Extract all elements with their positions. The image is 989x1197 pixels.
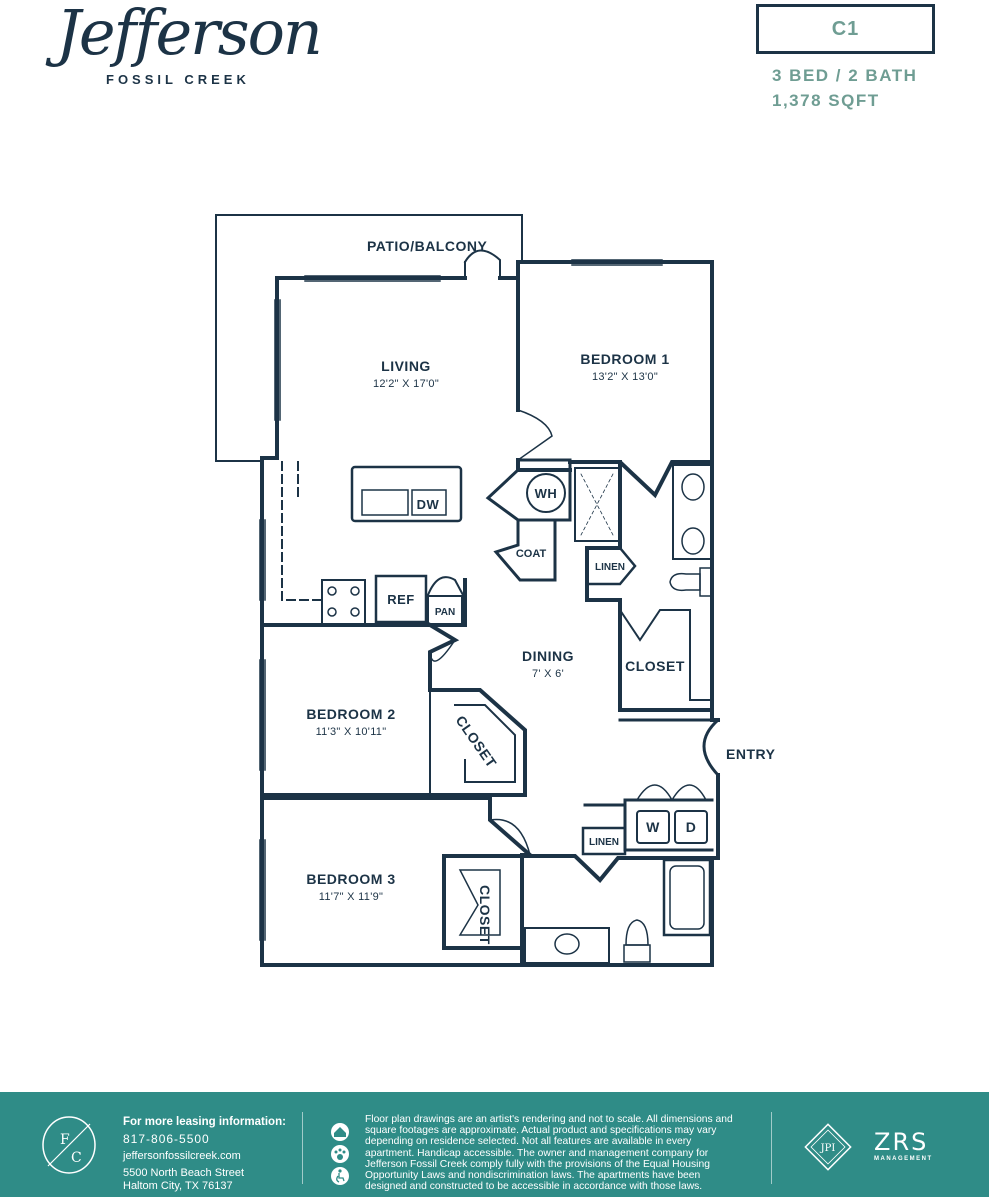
dishwasher [411, 489, 447, 516]
fixture-wh-label: WH [535, 486, 558, 501]
closet-bed2 [429, 689, 516, 796]
room-dining-dim: 7' X 6' [532, 668, 564, 680]
dryer [674, 810, 708, 844]
disclaimer-line: apartment. Handicap accessible. The owne… [365, 1147, 709, 1159]
room-bedroom3-dim: 11'7" X 11'9" [319, 891, 383, 903]
door-bed3 [489, 818, 531, 856]
disclaimer-text: Floor plan drawings are an artist's rend… [365, 1114, 755, 1192]
unit-code: C1 [831, 17, 860, 40]
fixture-pan-label: PAN [435, 607, 455, 618]
disclaimer-line: depending on residence selected. Not all… [365, 1136, 692, 1148]
leasing-info: For more leasing information: 817-806-55… [123, 1116, 286, 1193]
fixture-linen-top-label: LINEN [595, 562, 625, 573]
zrs-logo: ZRS MANAGEMENT [874, 1130, 933, 1162]
unit-sqft: 1,378 SQFT [772, 91, 880, 110]
fixture-washer-label: W [646, 819, 660, 835]
room-bedroom3-label: BEDROOM 3 [306, 871, 395, 887]
disclaimer-line: Jefferson Fossil Creek comply fully with… [365, 1158, 710, 1170]
fixture-dw-label: DW [417, 497, 440, 512]
door-bed1 [516, 409, 553, 462]
monogram-f: F [60, 1132, 70, 1148]
window-kitchen [259, 519, 266, 601]
unit-code-box: C1 [756, 4, 935, 54]
room-patio-label: PATIO/BALCONY [367, 238, 487, 254]
room-bedroom2-dim: 11'3" X 10'11" [316, 726, 387, 738]
closet-bedroom2-label: CLOSET [453, 713, 500, 771]
jpi-logo-icon: JPI [804, 1123, 852, 1171]
brand-logo-subtitle: FOSSIL CREEK [106, 72, 250, 87]
vanity [672, 464, 712, 560]
compliance-icons [331, 1123, 349, 1185]
disclaimer-line: square footages are approximate. Actual … [365, 1125, 717, 1137]
washer [636, 810, 670, 844]
leasing-heading: For more leasing information: [123, 1116, 286, 1128]
kitchen-counter [281, 461, 321, 601]
closet-bedroom1-label: CLOSET [625, 658, 685, 674]
leasing-website[interactable]: jeffersonfossilcreek.com [123, 1150, 241, 1162]
kitchen-sink [361, 489, 409, 516]
wall-entry [618, 717, 721, 778]
kitchen-island [350, 465, 463, 523]
fixture-dryer-label: D [686, 819, 697, 835]
room-bedroom2-label: BEDROOM 2 [306, 706, 395, 722]
jpi-logo-text: JPI [820, 1143, 836, 1154]
footer-bar: F C For more leasing information: 817-80… [0, 1092, 989, 1197]
floor-plan-diagram: PATIO/BALCONY LIVING 12'2" X 17'0" BEDRO… [215, 214, 776, 967]
leasing-address-line1: 5500 North Beach Street [123, 1167, 245, 1179]
laundry-doors [635, 784, 708, 802]
fixture-coat-label: COAT [516, 548, 547, 560]
shower [574, 467, 620, 542]
door-bed2 [429, 638, 457, 662]
unit-beds-baths: 3 BED / 2 BATH [772, 66, 918, 85]
bathtub [662, 858, 712, 937]
wall-bed2 [260, 622, 527, 797]
patio-outline [215, 214, 523, 462]
pet-friendly-icon [331, 1145, 349, 1163]
fossil-creek-monogram-icon: F C [42, 1116, 96, 1174]
coat-closet [493, 518, 557, 582]
leasing-address-line2: Haltom City, TX 76137 [123, 1180, 233, 1192]
wall-kitchen [260, 578, 467, 627]
room-bedroom1-label: BEDROOM 1 [580, 351, 669, 367]
linen-closet-top [585, 546, 637, 586]
equal-housing-icon [331, 1123, 349, 1141]
window-bed1 [571, 259, 663, 266]
window-bed3 [259, 839, 266, 941]
linen-closet-bottom [581, 826, 627, 856]
patio-door [463, 249, 501, 279]
footer-divider-left [302, 1112, 303, 1184]
range [321, 579, 366, 626]
window-bed2 [259, 659, 266, 771]
disclaimer-line: Floor plan drawings are an artist's rend… [365, 1114, 733, 1125]
toilet-hall [625, 919, 649, 946]
window-living [304, 275, 441, 282]
master-closet [618, 608, 713, 701]
room-living-label: LIVING [381, 358, 431, 374]
monogram-c: C [71, 1150, 82, 1166]
hall-bath-walls [520, 854, 714, 883]
closet-bed3 [458, 869, 501, 936]
disclaimer-line: designed and constructed to be accessibl… [365, 1181, 703, 1193]
brand-logo-script: Jefferson [56, 0, 323, 69]
wall-living-bed1 [516, 260, 572, 472]
leasing-phone[interactable]: 817-806-5500 [123, 1132, 210, 1146]
fixture-ref-label: REF [387, 592, 415, 607]
refrigerator [374, 574, 428, 624]
footer-divider-right [771, 1112, 772, 1184]
zrs-logo-sub: MANAGEMENT [874, 1156, 933, 1162]
room-entry-label: ENTRY [726, 746, 776, 762]
room-living-dim: 12'2" X 17'0" [373, 378, 439, 390]
water-heater [526, 473, 566, 513]
disclaimer-line: Opportunity Laws and nondiscrimination l… [365, 1170, 701, 1182]
zrs-logo-text: ZRS [874, 1128, 929, 1156]
accessibility-icon [331, 1167, 349, 1185]
window-living-side [274, 299, 281, 421]
toilet-master [669, 572, 701, 592]
room-bedroom1-dim: 13'2" X 13'0" [592, 371, 658, 383]
fixture-linen-bottom-label: LINEN [589, 837, 619, 848]
hall-vanity [524, 927, 610, 964]
room-dining-label: DINING [522, 648, 574, 664]
closet-bedroom3-label: CLOSET [477, 885, 493, 945]
